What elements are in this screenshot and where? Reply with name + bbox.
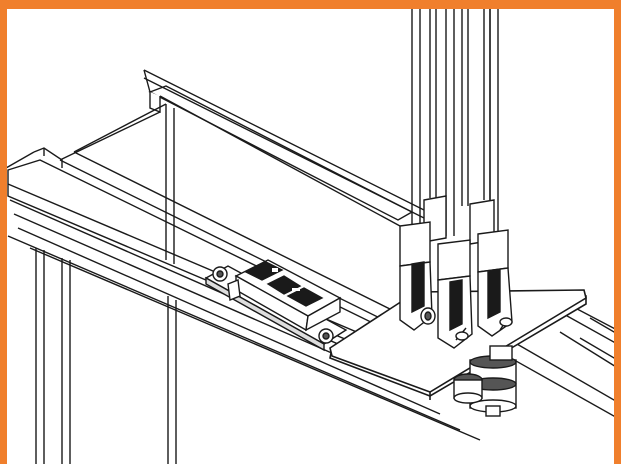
right-rails <box>499 299 621 421</box>
clevis-front-middle <box>437 239 473 349</box>
top-rail <box>143 69 433 223</box>
clevis-front-left <box>399 221 436 331</box>
spring-cylinders <box>453 345 517 417</box>
sensor-device <box>227 259 342 332</box>
vertical-posts <box>35 248 177 464</box>
clevis-front-right <box>477 229 513 337</box>
u-channel <box>5 85 414 331</box>
vertical-rods <box>411 0 499 236</box>
